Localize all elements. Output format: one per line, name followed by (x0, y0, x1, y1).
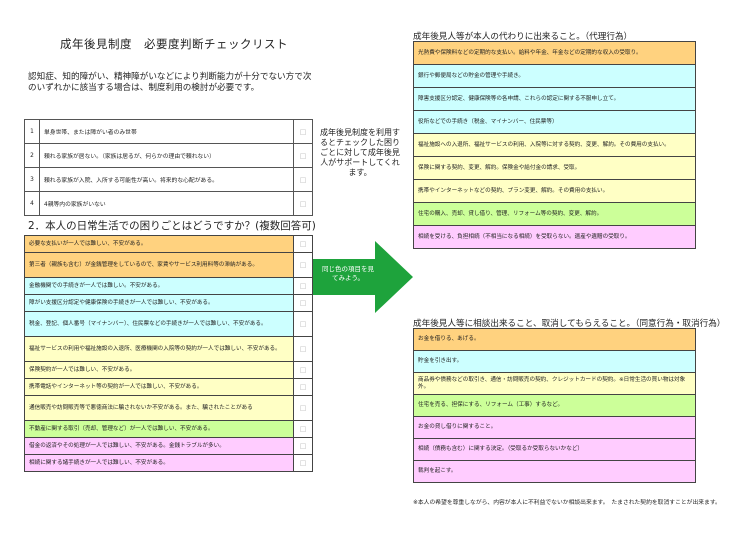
footnote: ※本人の希望を尊重しながら、内容が本人に不利益でないか相談出来ます。 たまされた… (413, 500, 721, 506)
consent-acts-title: 成年後見人等に相談出来ること、取消してもらえること。（同意行為・取消行為） (413, 319, 726, 329)
proxy-text: 役所などでの手続き（税金、マイナンバー、住民票等） (413, 110, 696, 134)
checkbox[interactable]: □ (293, 143, 313, 168)
trouble-text: 必要な支払いが一人では難しい、不安がある。 (24, 235, 294, 253)
support-explanation: 成年後見制度を利用するとチェックした困りごとに対して成年後見人がサポートしてくれ… (320, 128, 400, 177)
trouble-row: 借金の返済やその処理が一人では難しい、不安がある。金銭トラブルが多い。□ (24, 437, 313, 455)
consent-text: お金を借りる、あげる。 (413, 328, 696, 351)
proxy-acts-title: 成年後見人等が本人の代わりに出来ること。（代理行為） (413, 32, 633, 42)
checkbox[interactable]: □ (293, 119, 313, 144)
consent-row: 相続（債務も含む）に関する決定。（受取るか受取らないかなど） (413, 438, 696, 461)
trouble-row: 相続に関する諸手続きが一人では難しい、不安がある。□ (24, 454, 313, 472)
proxy-acts-list: 光熱費や保険料などの定期的な支払い。給料や年金、年金などの定期的な収入の受取り。… (413, 41, 696, 249)
proxy-text: 銀行や郵便局などの貯金の管理や手続き。 (413, 64, 696, 88)
row-text: 単身世帯、または障がい者のみ世帯 (39, 119, 294, 144)
consent-text: 住宅を売る、担保にする、リフォーム（工事）するなど。 (413, 394, 696, 417)
checkbox[interactable]: □ (293, 294, 313, 312)
trouble-text: 通信販売や訪問販売等で悪徳商法に騙されないか不安がある。また、騙されたことがある (24, 395, 294, 421)
checkbox[interactable]: □ (293, 395, 313, 421)
proxy-row: 役所などでの手続き（税金、マイナンバー、住民票等） (413, 110, 696, 134)
trouble-row: 保険契約が一人では難しい、不安がある。□ (24, 361, 313, 379)
trouble-row: 不動産に関する取引（売却、管理など）が一人では難しい、不安がある。□ (24, 420, 313, 438)
trouble-row: 携帯電話やインターネット等の契約が一人では難しい、不安がある。□ (24, 378, 313, 396)
trouble-text: 税金、登記、個人番号（マイナンバー）、住民票などの手続きが一人では難しい、不安が… (24, 311, 294, 337)
trouble-row: 福祉サービスの利用や福祉施設の入退所、医療機関の入院等の契約が一人では難しい、不… (24, 336, 313, 362)
checkbox[interactable]: □ (293, 235, 313, 253)
consent-text: 商品券や債務などの取引き、通信・訪問販売の契約、クレジットカードの契約。※日常生… (413, 372, 696, 395)
checkbox[interactable]: □ (293, 378, 313, 396)
consent-row: 商品券や債務などの取引き、通信・訪問販売の契約、クレジットカードの契約。※日常生… (413, 372, 696, 395)
proxy-row: 相続を受ける、負担相続（不相当になる相続）を受取らない。遺産や遺贈の受取り。 (413, 225, 696, 249)
proxy-text: 相続を受ける、負担相続（不相当になる相続）を受取らない。遺産や遺贈の受取り。 (413, 225, 696, 249)
arrow-label: 同じ色の項目を見てみよう。 (322, 265, 374, 282)
row-text: 4親等内の家族がいない (39, 191, 294, 216)
consent-text: 相続（債務も含む）に関する決定。（受取るか受取らないかなど） (413, 438, 696, 461)
proxy-text: 携帯やインターネットなどの契約、プラン変更、解約。その費用の支払い。 (413, 179, 696, 203)
consent-row: お金の貸し借りに関すること。 (413, 416, 696, 439)
proxy-row: 光熱費や保険料などの定期的な支払い。給料や年金、年金などの定期的な収入の受取り。 (413, 41, 696, 65)
checkbox[interactable]: □ (293, 191, 313, 216)
consent-text: お金の貸し借りに関すること。 (413, 416, 696, 439)
consent-row: 貯金を引き出す。 (413, 350, 696, 373)
consent-text: 裁判を起こす。 (413, 460, 696, 483)
trouble-row: 金融機関での手続きが一人では難しい。不安がある。□ (24, 277, 313, 295)
consent-row: 住宅を売る、担保にする、リフォーム（工事）するなど。 (413, 394, 696, 417)
trouble-row: 税金、登記、個人番号（マイナンバー）、住民票などの手続きが一人では難しい、不安が… (24, 311, 313, 337)
consent-text: 貯金を引き出す。 (413, 350, 696, 373)
trouble-text: 金融機関での手続きが一人では難しい。不安がある。 (24, 277, 294, 295)
trouble-text: 相続に関する諸手続きが一人では難しい、不安がある。 (24, 454, 294, 472)
row-number: 2 (24, 143, 40, 168)
trouble-row: 通信販売や訪問販売等で悪徳商法に騙されないか不安がある。また、騙されたことがある… (24, 395, 313, 421)
proxy-row: 住宅の購入、売却、貸し借り、管理、リフォーム等の契約、変更、解約。 (413, 202, 696, 226)
proxy-text: 福祉施設への入退所、福祉サービスの利用、入院等に対する契約、変更、解約。その費用… (413, 133, 696, 157)
consent-row: お金を借りる、あげる。 (413, 328, 696, 351)
intro-text: 認知症、知的障がい、精神障がいなどにより判断能力が十分でない方で次のいずれかに該… (28, 72, 312, 93)
checkbox[interactable]: □ (293, 361, 313, 379)
proxy-text: 障害支援区分認定、健康保険等の各申請、これらの認定に関する不服申し立て。 (413, 87, 696, 111)
checkbox[interactable]: □ (293, 437, 313, 455)
proxy-row: 銀行や郵便局などの貯金の管理や手続き。 (413, 64, 696, 88)
checkbox[interactable]: □ (293, 420, 313, 438)
trouble-text: 障がい支援区分認定や健康保険の手続きが一人では難しい、不安がある。 (24, 294, 294, 312)
checkbox[interactable]: □ (293, 454, 313, 472)
trouble-text: 不動産に関する取引（売却、管理など）が一人では難しい、不安がある。 (24, 420, 294, 438)
row-text: 頼れる家族が入院、入所する可能性が高い。将来的な心配がある。 (39, 167, 294, 192)
row-text: 頼れる家族が居ない。（家族は居るが、何らかの理由で頼れない） (39, 143, 294, 168)
proxy-row: 保険に関する契約、変更、解約。保険金や給付金の請求、受取。 (413, 156, 696, 180)
row-number: 3 (24, 167, 40, 192)
checkbox[interactable]: □ (293, 252, 313, 278)
checkbox[interactable]: □ (293, 277, 313, 295)
row-number: 1 (24, 119, 40, 144)
trouble-text: 福祉サービスの利用や福祉施設の入退所、医療機関の入院等の契約が一人では難しい、不… (24, 336, 294, 362)
proxy-text: 住宅の購入、売却、貸し借り、管理、リフォーム等の契約、変更、解約。 (413, 202, 696, 226)
trouble-row: 第三者（親族も含む）が金銭管理をしているので、家賃やサービス利用料等の滞納がある… (24, 252, 313, 278)
proxy-row: 福祉施設への入退所、福祉サービスの利用、入院等に対する契約、変更、解約。その費用… (413, 133, 696, 157)
consent-acts-list: お金を借りる、あげる。貯金を引き出す。商品券や債務などの取引き、通信・訪問販売の… (413, 328, 696, 483)
checkbox[interactable]: □ (293, 167, 313, 192)
checkbox[interactable]: □ (293, 311, 313, 337)
right-arrow-icon (313, 241, 413, 313)
trouble-row: 必要な支払いが一人では難しい、不安がある。□ (24, 235, 313, 253)
consent-row: 裁判を起こす。 (413, 460, 696, 483)
proxy-text: 光熱費や保険料などの定期的な支払い。給料や年金、年金などの定期的な収入の受取り。 (413, 41, 696, 65)
proxy-text: 保険に関する契約、変更、解約。保険金や給付金の請求、受取。 (413, 156, 696, 180)
trouble-text: 借金の返済やその処理が一人では難しい、不安がある。金銭トラブルが多い。 (24, 437, 294, 455)
proxy-row: 障害支援区分認定、健康保険等の各申請、これらの認定に関する不服申し立て。 (413, 87, 696, 111)
checklist-title: 成年後見制度 必要度判断チェックリスト (60, 37, 288, 51)
checkbox[interactable]: □ (293, 336, 313, 362)
trouble-text: 携帯電話やインターネット等の契約が一人では難しい、不安がある。 (24, 378, 294, 396)
daily-trouble-checklist: 必要な支払いが一人では難しい、不安がある。□第三者（親族も含む）が金銭管理をして… (24, 235, 313, 472)
trouble-row: 障がい支援区分認定や健康保険の手続きが一人では難しい、不安がある。□ (24, 294, 313, 312)
trouble-text: 保険契約が一人では難しい、不安がある。 (24, 361, 294, 379)
section2-title: 2．本人の日常生活での困りごとはどうですか？(複数回答可) (28, 220, 316, 232)
trouble-text: 第三者（親族も含む）が金銭管理をしているので、家賃やサービス利用料等の滞納がある… (24, 252, 294, 278)
row-number: 4 (24, 191, 40, 216)
proxy-row: 携帯やインターネットなどの契約、プラン変更、解約。その費用の支払い。 (413, 179, 696, 203)
